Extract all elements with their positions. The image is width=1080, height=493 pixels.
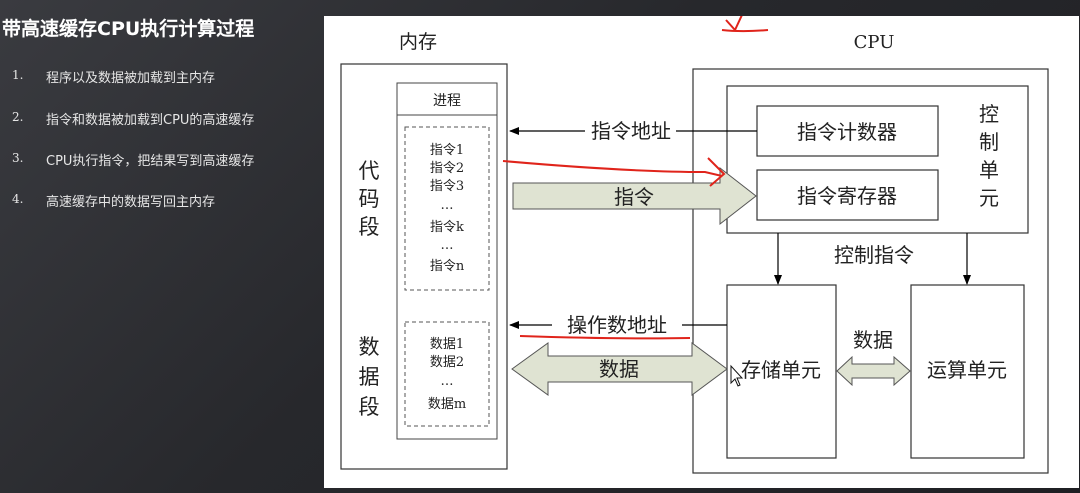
instruction-item: 指令k [430,220,464,235]
memory-title: 内存 [399,31,437,53]
alu-box [910,284,1025,459]
code-segment-char: 段 [359,215,380,239]
instruction-item: … [441,238,454,253]
annotation-underline [721,29,769,33]
diagram-panel: 内存 CPU 进程 代 码 段 指令1 指令2 指令3 … 指令k … 指令n … [324,1,1079,488]
data-flow-label: 数据 [599,357,639,381]
operand-address-label: 操作数地址 [567,313,667,337]
data-item: 数据2 [430,355,464,370]
instruction-register-box [756,169,939,221]
control-unit-char: 控 [979,102,999,126]
step-number: 4. [12,192,24,206]
storage-unit-box [726,284,837,459]
control-unit-char: 制 [979,130,999,154]
instruction-item: … [441,198,454,213]
slide-title: 带高速缓存CPU执行计算过程 [2,18,255,40]
instruction-item: 指令2 [430,161,464,176]
annotation-check-mark [725,1,749,32]
data-item: 数据1 [430,337,464,352]
annotation-operand-underline [519,335,691,340]
code-segment-char: 码 [359,187,380,211]
step-number: 3. [12,151,24,165]
instruction-item: 指令1 [430,143,464,158]
annotation-instruction-arrowhead [707,157,726,187]
step-number: 1. [12,68,24,82]
control-instruction-label: 控制指令 [834,243,914,267]
instruction-flow-label: 指令 [614,185,654,209]
instruction-item: 指令n [430,259,465,274]
step-text: 程序以及数据被加载到主内存 [46,71,216,86]
data-segment-box [404,321,490,427]
data-item: … [441,374,454,389]
mouse-cursor-icon [730,364,744,387]
instruction-address-label: 指令地址 [591,119,671,143]
process-box [396,82,498,440]
alu-label: 运算单元 [927,358,1007,382]
annotation-instruction-line [502,160,723,177]
data-flow-arrow [511,342,728,396]
step-text: 指令和数据被加载到CPU的高速缓存 [46,113,255,128]
alu-data-label: 数据 [853,328,893,352]
instruction-flow-arrow [512,166,757,226]
instruction-item: 指令3 [430,179,464,194]
data-segment-char: 据 [359,365,380,389]
process-label: 进程 [433,93,461,109]
cpu-box [692,68,1049,474]
code-segment-char: 代 [359,159,380,183]
data-item: 数据m [428,397,466,412]
architecture-diagram: 内存 CPU 进程 代 码 段 指令1 指令2 指令3 … 指令k … 指令n … [340,1,1049,474]
program-counter-label: 指令计数器 [797,120,897,144]
control-unit-char: 元 [979,186,999,210]
memory-box [340,63,508,470]
data-segment-char: 数 [359,335,380,359]
code-segment-box [404,126,490,291]
data-segment-char: 段 [359,395,380,419]
step-number: 2. [12,110,24,124]
instruction-register-label: 指令寄存器 [797,184,897,208]
control-unit-char: 单 [979,158,999,182]
step-text: CPU执行指令，把结果写到高速缓存 [46,154,255,169]
alu-data-arrow [836,355,911,387]
control-unit-box [726,85,1029,234]
storage-unit-label: 存储单元 [741,358,821,382]
cpu-title: CPU [854,32,895,53]
step-text: 高速缓存中的数据写回主内存 [46,195,216,210]
